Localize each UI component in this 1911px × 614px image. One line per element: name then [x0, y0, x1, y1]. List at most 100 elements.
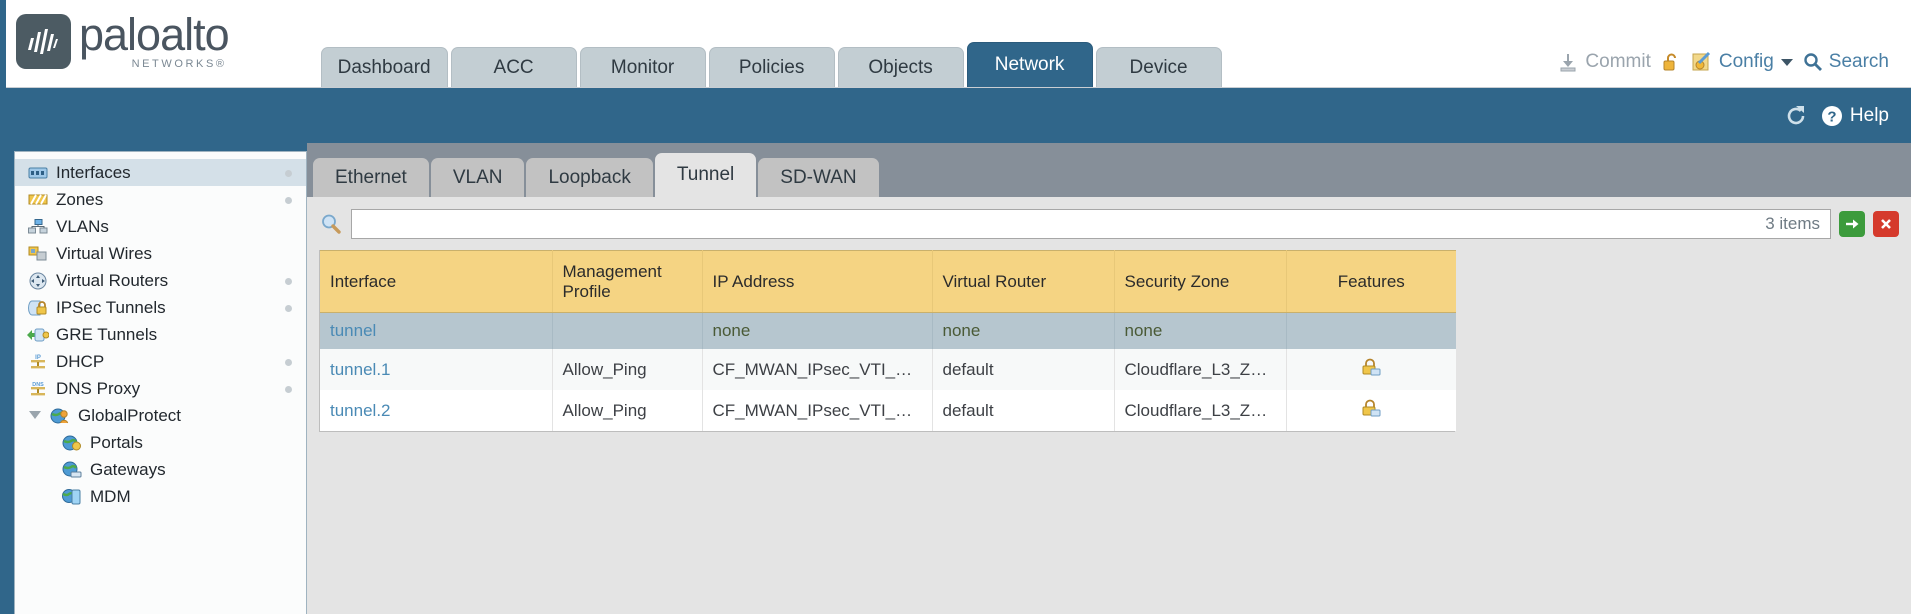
config-dropdown[interactable]: Config [1691, 51, 1794, 73]
chevron-down-icon [1780, 57, 1794, 67]
sidebar-item-label: DNS Proxy [56, 378, 141, 398]
sidebar-item-zones[interactable]: Zones [15, 186, 306, 213]
column-header-virtual-router[interactable]: Virtual Router [932, 250, 1115, 313]
filter-row: 3 items [319, 207, 1899, 241]
cell-virtual-router: default [932, 349, 1115, 390]
expand-caret-icon[interactable] [29, 411, 41, 419]
sidebar-item-status-dot [285, 278, 292, 285]
column-header-ip-address[interactable]: IP Address [702, 250, 933, 313]
sidebar-item-virtual-routers[interactable]: Virtual Routers [15, 267, 306, 294]
sidebar-item-vlans[interactable]: VLANs [15, 213, 306, 240]
main-tab-acc[interactable]: ACC [450, 47, 577, 87]
filter-input[interactable]: 3 items [351, 209, 1831, 239]
commit-button[interactable]: Commit [1557, 51, 1651, 73]
commit-icon [1557, 51, 1579, 73]
cell-management-profile: Allow_Ping [552, 349, 703, 390]
sidebar-item-label: DHCP [56, 351, 105, 371]
virtual-wires-icon [27, 245, 49, 263]
config-label: Config [1718, 51, 1774, 72]
cell-security-zone: none [1114, 312, 1287, 349]
help-label: Help [1849, 104, 1889, 126]
globalprotect-icon [49, 407, 71, 425]
apply-filter-button[interactable] [1839, 211, 1865, 237]
sidebar-item-mdm[interactable]: MDM [15, 483, 306, 510]
cell-features [1286, 349, 1456, 390]
column-header-features[interactable]: Features [1286, 250, 1456, 313]
column-header-interface[interactable]: Interface [320, 250, 553, 313]
tab-vlan[interactable]: VLAN [430, 158, 525, 197]
unlock-icon[interactable] [1660, 51, 1682, 73]
sidebar-item-gre-tunnels[interactable]: GRE Tunnels [15, 321, 306, 348]
interfaces-icon [27, 164, 49, 182]
sidebar-item-status-dot [285, 197, 292, 204]
sidebar-item-status-dot [285, 359, 292, 366]
main-tab-policies[interactable]: Policies [708, 47, 835, 87]
svg-text:DNS: DNS [32, 382, 44, 388]
svg-text:IP: IP [35, 355, 41, 361]
interface-link[interactable]: tunnel.1 [330, 359, 391, 379]
refresh-icon[interactable] [1784, 104, 1808, 128]
sidebar-item-label: Virtual Wires [56, 243, 153, 263]
tab-sd-wan[interactable]: SD-WAN [758, 158, 879, 197]
interface-link[interactable]: tunnel [330, 321, 377, 340]
main-tab-objects[interactable]: Objects [837, 47, 964, 87]
header-actions: Commit Config [1557, 51, 1889, 73]
left-accent-rail [0, 0, 6, 88]
clear-filter-button[interactable] [1873, 211, 1899, 237]
search-button[interactable]: Search [1803, 51, 1889, 73]
sidebar-item-gateways[interactable]: Gateways [15, 456, 306, 483]
main-tab-monitor[interactable]: Monitor [579, 47, 706, 87]
help-circle-icon: ? [1820, 104, 1844, 128]
sidebar-item-dns-proxy[interactable]: DNS DNS Proxy [15, 375, 306, 402]
virtual-routers-icon [27, 272, 49, 290]
config-icon [1691, 51, 1713, 73]
main-tab-device[interactable]: Device [1095, 47, 1222, 87]
tab-loopback[interactable]: Loopback [526, 158, 653, 197]
sidebar-item-interfaces[interactable]: Interfaces [15, 159, 306, 186]
portals-icon [61, 434, 83, 452]
interface-link[interactable]: tunnel.2 [330, 400, 391, 420]
vlans-icon [27, 218, 49, 236]
cell-management-profile [552, 312, 703, 349]
sidebar-item-portals[interactable]: Portals [15, 429, 306, 456]
cell-interface-link[interactable]: tunnel.1 [320, 349, 553, 390]
cell-management-profile: Allow_Ping [552, 390, 703, 431]
tab-ethernet[interactable]: Ethernet [313, 158, 429, 197]
search-label: Search [1828, 51, 1889, 72]
items-count: 3 items [1765, 214, 1820, 233]
main-tab-dashboard[interactable]: Dashboard [320, 47, 448, 87]
sidebar-item-virtual-wires[interactable]: Virtual Wires [15, 240, 306, 267]
lock-icon[interactable] [1360, 399, 1382, 422]
lock-icon[interactable] [1360, 358, 1382, 381]
column-header-management-profile[interactable]: Management Profile [552, 250, 703, 313]
cell-interface-link[interactable]: tunnel.2 [320, 390, 553, 431]
help-button[interactable]: ? Help [1820, 104, 1889, 128]
cell-interface-link[interactable]: tunnel [320, 312, 553, 349]
main-tab-network[interactable]: Network [966, 42, 1093, 87]
cell-security-zone: Cloudflare_L3_Zone [1114, 390, 1287, 431]
cell-features [1286, 312, 1456, 349]
ipsec-tunnels-icon [27, 299, 49, 317]
sidebar-item-ipsec-tunnels[interactable]: IPSec Tunnels [15, 294, 306, 321]
sidebar-item-label: Gateways [90, 459, 166, 479]
column-header-security-zone[interactable]: Security Zone [1114, 250, 1287, 313]
magnifier-icon[interactable] [319, 213, 343, 235]
gre-tunnels-icon [27, 326, 49, 344]
tab-tunnel[interactable]: Tunnel [654, 153, 757, 197]
sidebar-item-label: Virtual Routers [56, 270, 169, 290]
sidebar-item-globalprotect[interactable]: GlobalProtect [15, 402, 306, 429]
sidebar-item-status-dot [285, 386, 292, 393]
sidebar-item-dhcp[interactable]: IP DHCP [15, 348, 306, 375]
dhcp-icon: IP [27, 353, 49, 371]
